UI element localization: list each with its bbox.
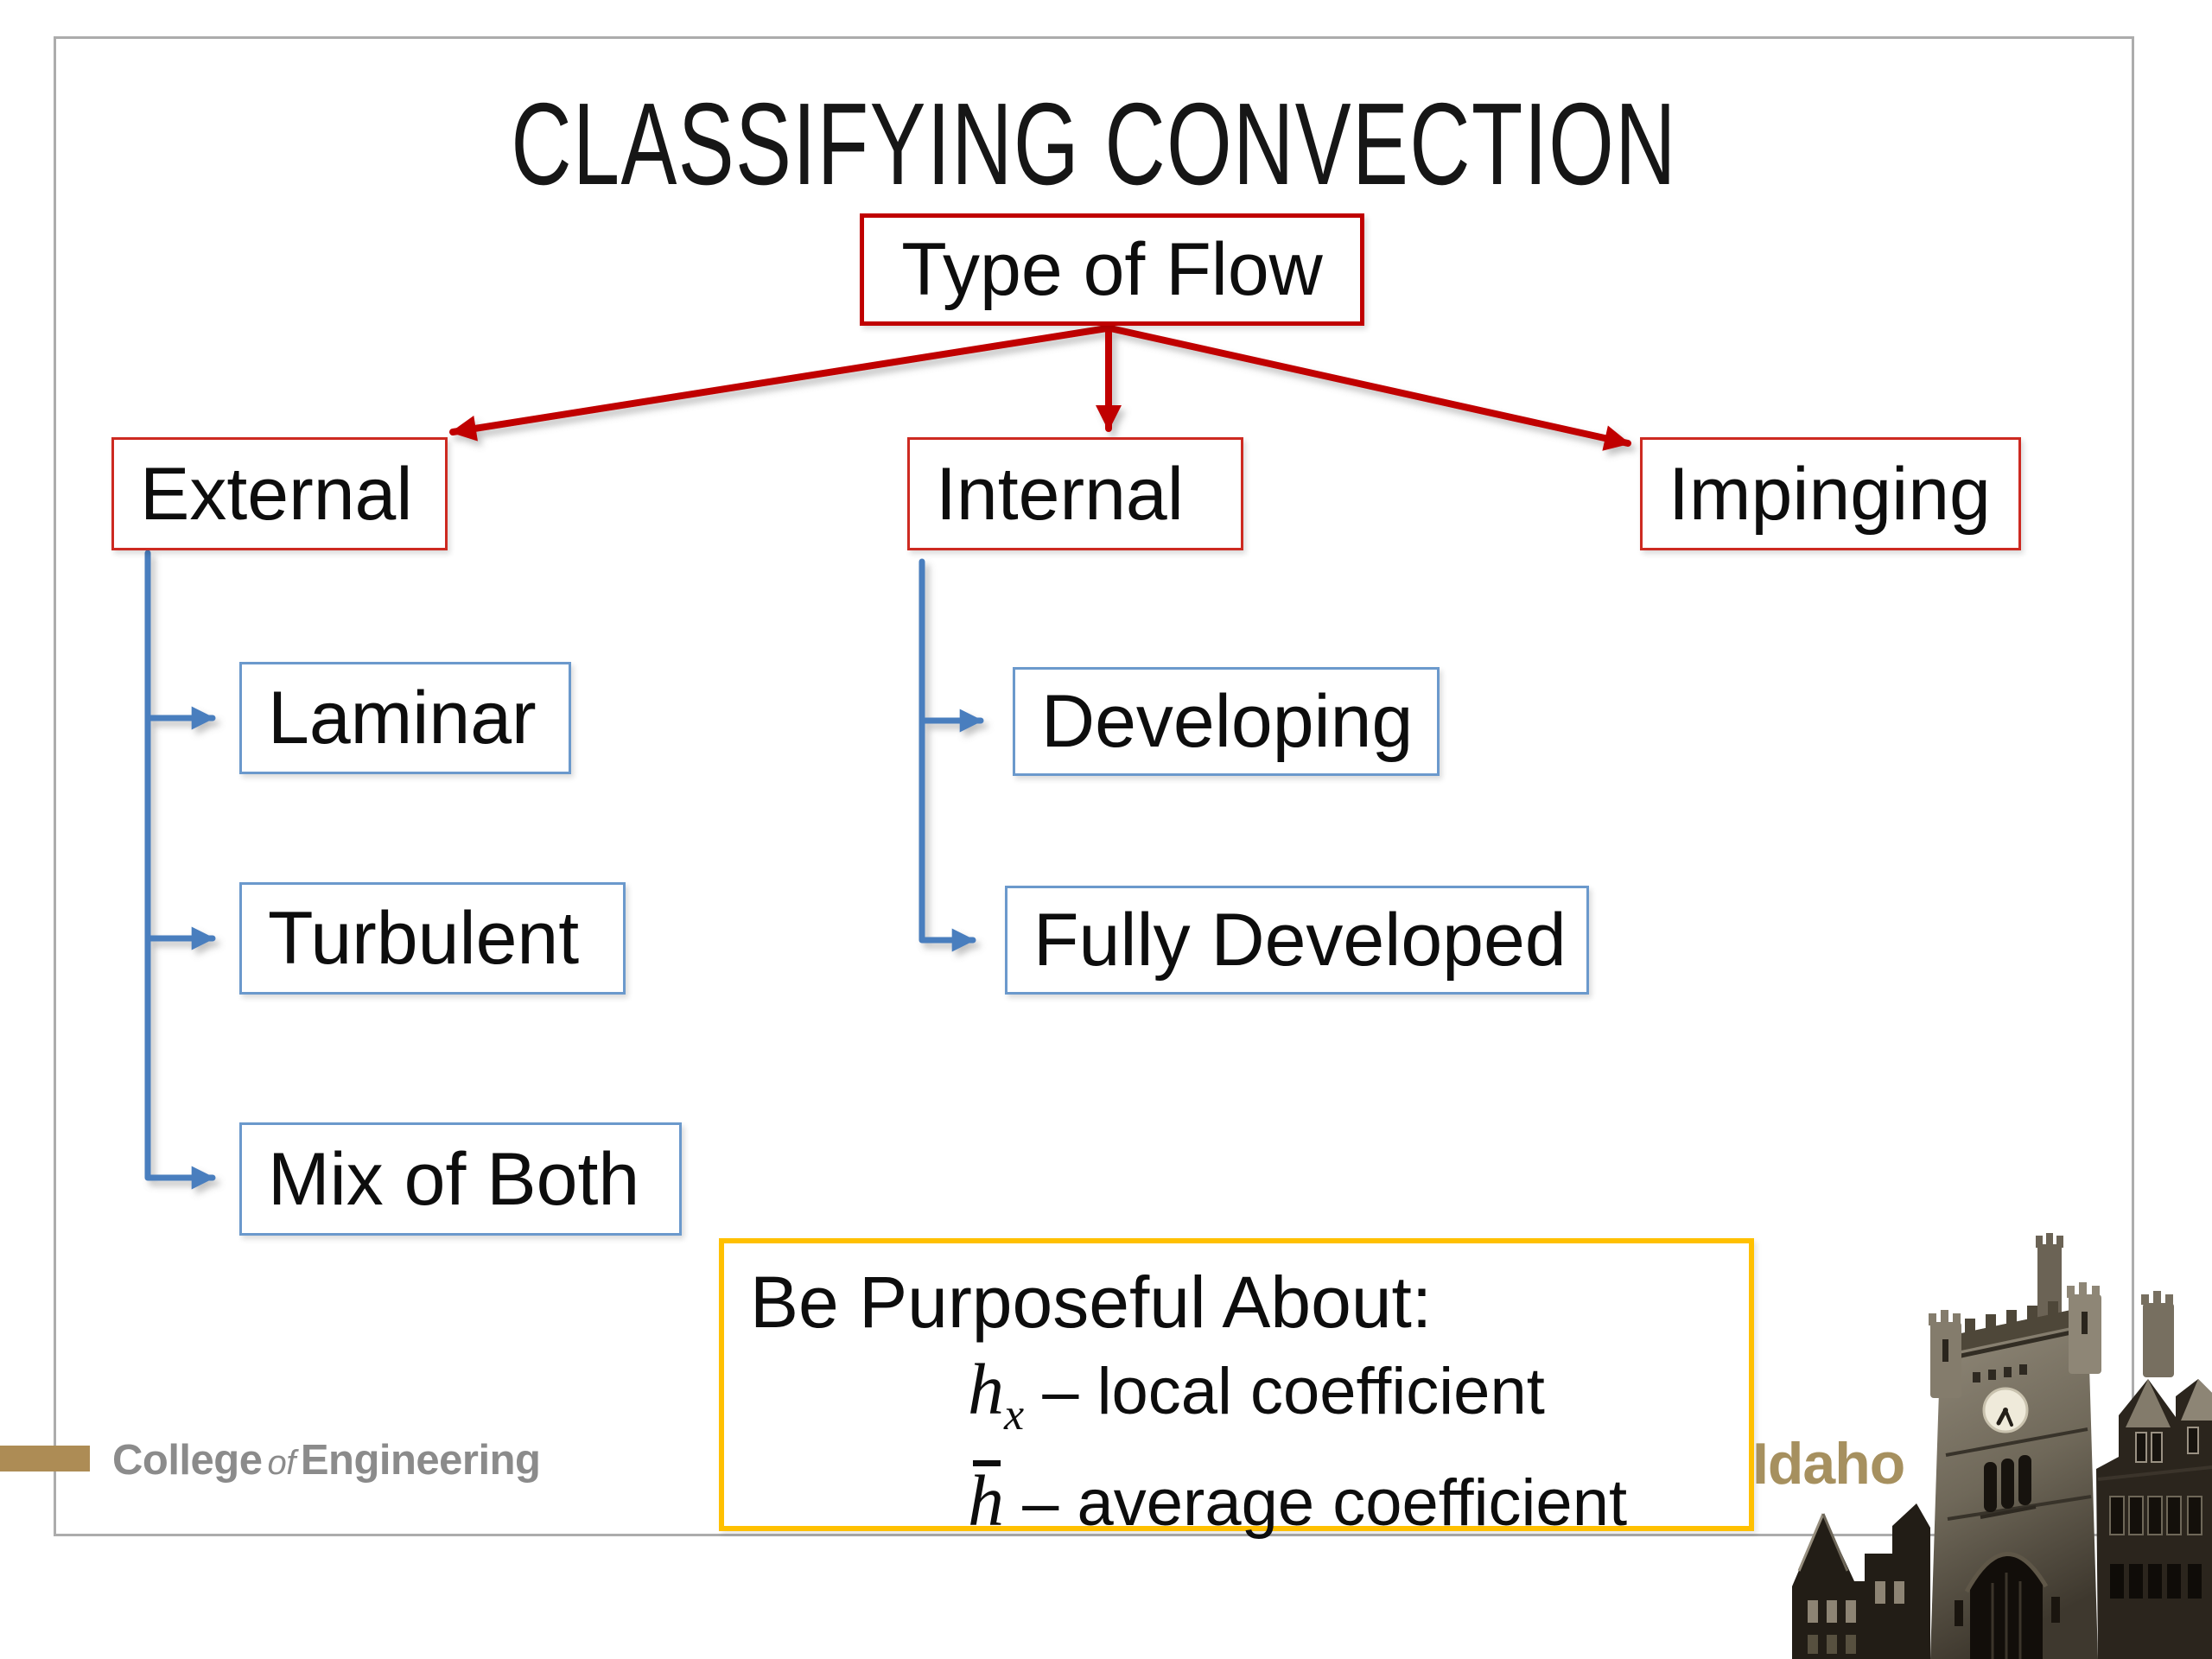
node-label: Internal [936, 452, 1184, 536]
node-internal: Internal [907, 437, 1243, 550]
node-developing: Developing [1013, 667, 1440, 776]
node-label: Fully Developed [1033, 899, 1567, 982]
node-mix-of-both: Mix of Both [239, 1122, 682, 1236]
red-connector-arrows [449, 325, 1631, 451]
node-laminar: Laminar [239, 662, 571, 774]
h-average-symbol: h [968, 1461, 1004, 1541]
clock-face [1982, 1387, 2029, 1433]
lancet-windows [1984, 1455, 2031, 1512]
college-word: College [112, 1437, 263, 1484]
blue-connector-arrows [144, 550, 984, 1190]
node-label: Laminar [268, 677, 537, 760]
node-label: Type of Flow [901, 228, 1323, 311]
h-local-subscript: x [1004, 1390, 1025, 1440]
callout-line-local: hx – local coefficient [968, 1347, 1728, 1459]
entrance-arch [1955, 1552, 2060, 1659]
slide-title-text: CLASSIFYING CONVECTION [511, 79, 1677, 209]
tower-parapet [1941, 1306, 2088, 1355]
college-gold-bar [0, 1446, 90, 1471]
node-fully-developed: Fully Developed [1005, 886, 1589, 995]
left-turret [1929, 1310, 1961, 1398]
callout-line-average-text: – average coefficient [1022, 1466, 1628, 1540]
slide-title: CLASSIFYING CONVECTION [54, 83, 2134, 206]
callout-line-local-text: – local coefficient [1042, 1355, 1545, 1428]
engineering-word: Engineering [300, 1437, 541, 1484]
node-label: Turbulent [268, 897, 580, 980]
university-building-photo [1792, 1233, 2212, 1659]
callout-line-average: h – average coefficient [968, 1459, 1728, 1547]
node-type-of-flow: Type of Flow [860, 213, 1364, 326]
node-label: Mix of Both [268, 1137, 640, 1221]
slide-frame [54, 36, 2134, 1536]
h-local-symbol: h [968, 1350, 1004, 1430]
right-wing [2096, 1291, 2212, 1659]
left-wing [1792, 1503, 1930, 1659]
callout-note: Be Purposeful About: hx – local coeffici… [719, 1238, 1754, 1541]
node-label: External [140, 452, 413, 536]
node-label: Impinging [1669, 452, 1991, 536]
right-turret [2067, 1282, 2101, 1374]
node-external: External [111, 437, 448, 550]
tower-small-windows [1973, 1364, 2027, 1382]
node-label: Developing [1041, 680, 1414, 763]
callout-heading: Be Purposeful About: [750, 1262, 1433, 1343]
idaho-wordmark: Idaho [1752, 1431, 1905, 1497]
node-turbulent: Turbulent [239, 882, 626, 995]
college-of-word: of [267, 1444, 296, 1482]
node-impinging: Impinging [1640, 437, 2021, 550]
